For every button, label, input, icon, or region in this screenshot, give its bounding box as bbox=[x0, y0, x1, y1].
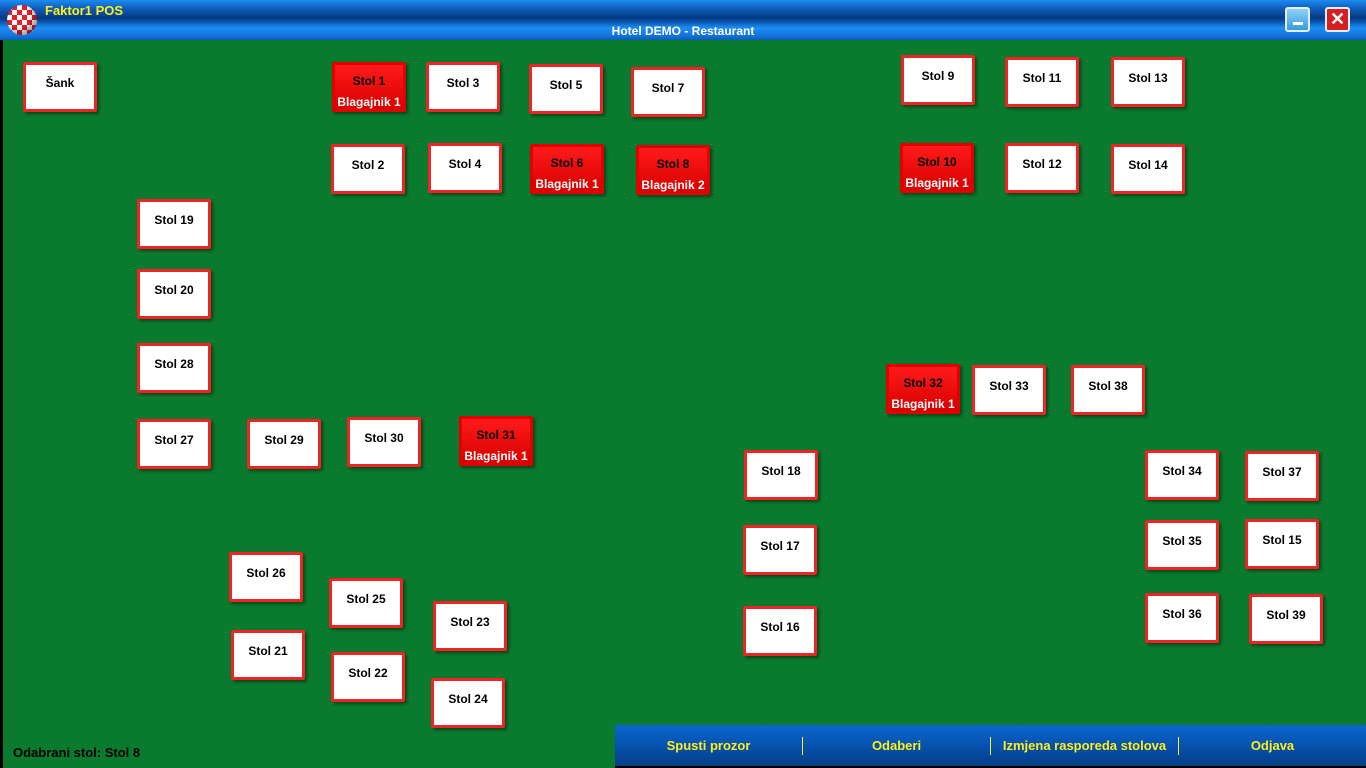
table-name: Stol 4 bbox=[448, 157, 482, 171]
table-stol-34[interactable]: Stol 34 bbox=[1145, 450, 1219, 500]
bottom-toolbar: Spusti prozor Odaberi Izmjena rasporeda … bbox=[615, 725, 1366, 768]
table-stol-8[interactable]: Stol 8 Blagajnik 2 bbox=[636, 145, 710, 195]
table-cashier: Blagajnik 1 bbox=[891, 397, 955, 411]
minimize-button[interactable] bbox=[1285, 7, 1310, 32]
table-stol-10[interactable]: Stol 10 Blagajnik 1 bbox=[900, 143, 974, 193]
table-stol-23[interactable]: Stol 23 bbox=[433, 601, 507, 651]
table-name: Stol 24 bbox=[448, 692, 488, 706]
table-stol-11[interactable]: Stol 11 bbox=[1005, 57, 1079, 107]
table-stol-19[interactable]: Stol 19 bbox=[137, 199, 211, 249]
table-stol-1[interactable]: Stol 1 Blagajnik 1 bbox=[332, 62, 406, 112]
table-name: Stol 19 bbox=[154, 213, 194, 227]
table-stol-26[interactable]: Stol 26 bbox=[229, 552, 303, 602]
table-stol-17[interactable]: Stol 17 bbox=[743, 525, 817, 575]
table-name: Stol 1 bbox=[352, 74, 386, 88]
table-name: Stol 20 bbox=[154, 283, 194, 297]
table-name: Stol 23 bbox=[450, 615, 490, 629]
table-stol-4[interactable]: Stol 4 bbox=[428, 143, 502, 193]
table-name: Stol 2 bbox=[351, 158, 385, 172]
table-name: Stol 28 bbox=[154, 357, 194, 371]
table-stol-15[interactable]: Stol 15 bbox=[1245, 519, 1319, 569]
table-cashier: Blagajnik 2 bbox=[641, 178, 705, 192]
table-stol-30[interactable]: Stol 30 bbox=[347, 417, 421, 467]
logout-button[interactable]: Odjava bbox=[1250, 737, 1295, 753]
table-stol-6[interactable]: Stol 6 Blagajnik 1 bbox=[530, 144, 604, 194]
table-name: Stol 27 bbox=[154, 433, 194, 447]
table-stol-32[interactable]: Stol 32 Blagajnik 1 bbox=[886, 364, 960, 414]
close-button[interactable]: ✕ bbox=[1325, 7, 1350, 32]
table-cashier: Blagajnik 1 bbox=[464, 449, 528, 463]
table-name: Stol 16 bbox=[760, 620, 800, 634]
table-name: Stol 12 bbox=[1022, 157, 1062, 171]
table-stol-20[interactable]: Stol 20 bbox=[137, 269, 211, 319]
table-name: Stol 18 bbox=[761, 464, 801, 478]
table-name: Stol 32 bbox=[903, 376, 943, 390]
table-stol-2[interactable]: Stol 2 bbox=[331, 144, 405, 194]
table-stol-25[interactable]: Stol 25 bbox=[329, 578, 403, 628]
table-stol-22[interactable]: Stol 22 bbox=[331, 652, 405, 702]
table-stol-21[interactable]: Stol 21 bbox=[231, 630, 305, 680]
table-cashier: Blagajnik 1 bbox=[535, 177, 599, 191]
table-stol-14[interactable]: Stol 14 bbox=[1111, 144, 1185, 194]
table-name: Stol 39 bbox=[1266, 608, 1306, 622]
table-name: Stol 9 bbox=[921, 69, 955, 83]
table-name: Stol 26 bbox=[246, 566, 286, 580]
table-name: Stol 5 bbox=[549, 78, 583, 92]
table-name: Stol 25 bbox=[346, 592, 386, 606]
table-name: Stol 17 bbox=[760, 539, 800, 553]
table-stol-36[interactable]: Stol 36 bbox=[1145, 593, 1219, 643]
table-šank[interactable]: Šank bbox=[23, 62, 97, 112]
table-stol-28[interactable]: Stol 28 bbox=[137, 343, 211, 393]
table-name: Stol 8 bbox=[656, 157, 690, 171]
title-bar[interactable]: Faktor1 POS Hotel DEMO - Restaurant ✕ bbox=[0, 0, 1366, 40]
table-name: Stol 35 bbox=[1162, 534, 1202, 548]
table-stol-31[interactable]: Stol 31 Blagajnik 1 bbox=[459, 416, 533, 466]
table-stol-16[interactable]: Stol 16 bbox=[743, 606, 817, 656]
select-button[interactable]: Odaberi bbox=[803, 736, 991, 755]
table-name: Stol 21 bbox=[248, 644, 288, 658]
table-name: Stol 11 bbox=[1022, 71, 1062, 85]
edit-layout-button[interactable]: Izmjena rasporeda stolova bbox=[991, 736, 1179, 755]
table-stol-29[interactable]: Stol 29 bbox=[247, 419, 321, 469]
table-name: Stol 36 bbox=[1162, 607, 1202, 621]
table-stol-33[interactable]: Stol 33 bbox=[972, 365, 1046, 415]
selected-table-status: Odabrani stol: Stol 8 bbox=[13, 745, 141, 760]
table-stol-27[interactable]: Stol 27 bbox=[137, 419, 211, 469]
table-name: Stol 3 bbox=[446, 76, 480, 90]
table-stol-38[interactable]: Stol 38 bbox=[1071, 365, 1145, 415]
table-stol-5[interactable]: Stol 5 bbox=[529, 64, 603, 114]
table-name: Stol 22 bbox=[348, 666, 388, 680]
table-name: Stol 6 bbox=[550, 156, 584, 170]
table-name: Stol 10 bbox=[917, 155, 957, 169]
app-title: Faktor1 POS bbox=[45, 3, 124, 18]
table-cashier: Blagajnik 1 bbox=[905, 176, 969, 190]
table-stol-9[interactable]: Stol 9 bbox=[901, 55, 975, 105]
table-stol-12[interactable]: Stol 12 bbox=[1005, 143, 1079, 193]
table-name: Stol 30 bbox=[364, 431, 404, 445]
table-stol-13[interactable]: Stol 13 bbox=[1111, 57, 1185, 107]
table-name: Stol 33 bbox=[989, 379, 1029, 393]
minimize-window-button[interactable]: Spusti prozor bbox=[615, 736, 803, 755]
table-name: Stol 31 bbox=[476, 428, 516, 442]
table-stol-3[interactable]: Stol 3 bbox=[426, 62, 500, 112]
table-name: Šank bbox=[45, 76, 75, 90]
table-name: Stol 7 bbox=[651, 81, 685, 95]
table-name: Stol 38 bbox=[1088, 379, 1128, 393]
window-subtitle: Hotel DEMO - Restaurant bbox=[611, 24, 755, 38]
table-name: Stol 34 bbox=[1162, 464, 1202, 478]
table-name: Stol 15 bbox=[1262, 533, 1302, 547]
table-cashier: Blagajnik 1 bbox=[337, 95, 401, 109]
table-stol-7[interactable]: Stol 7 bbox=[631, 67, 705, 117]
floor-plan: Šank Stol 1 Blagajnik 1 Stol 3 Stol 5 Stol 7 S… bbox=[0, 40, 1366, 768]
table-name: Stol 29 bbox=[264, 433, 304, 447]
table-stol-18[interactable]: Stol 18 bbox=[744, 450, 818, 500]
table-name: Stol 37 bbox=[1262, 465, 1302, 479]
table-stol-35[interactable]: Stol 35 bbox=[1145, 520, 1219, 570]
table-stol-37[interactable]: Stol 37 bbox=[1245, 451, 1319, 501]
table-stol-24[interactable]: Stol 24 bbox=[431, 678, 505, 728]
table-stol-39[interactable]: Stol 39 bbox=[1249, 594, 1323, 644]
app-logo-icon bbox=[7, 5, 37, 35]
table-name: Stol 13 bbox=[1128, 71, 1168, 85]
table-name: Stol 14 bbox=[1128, 158, 1168, 172]
